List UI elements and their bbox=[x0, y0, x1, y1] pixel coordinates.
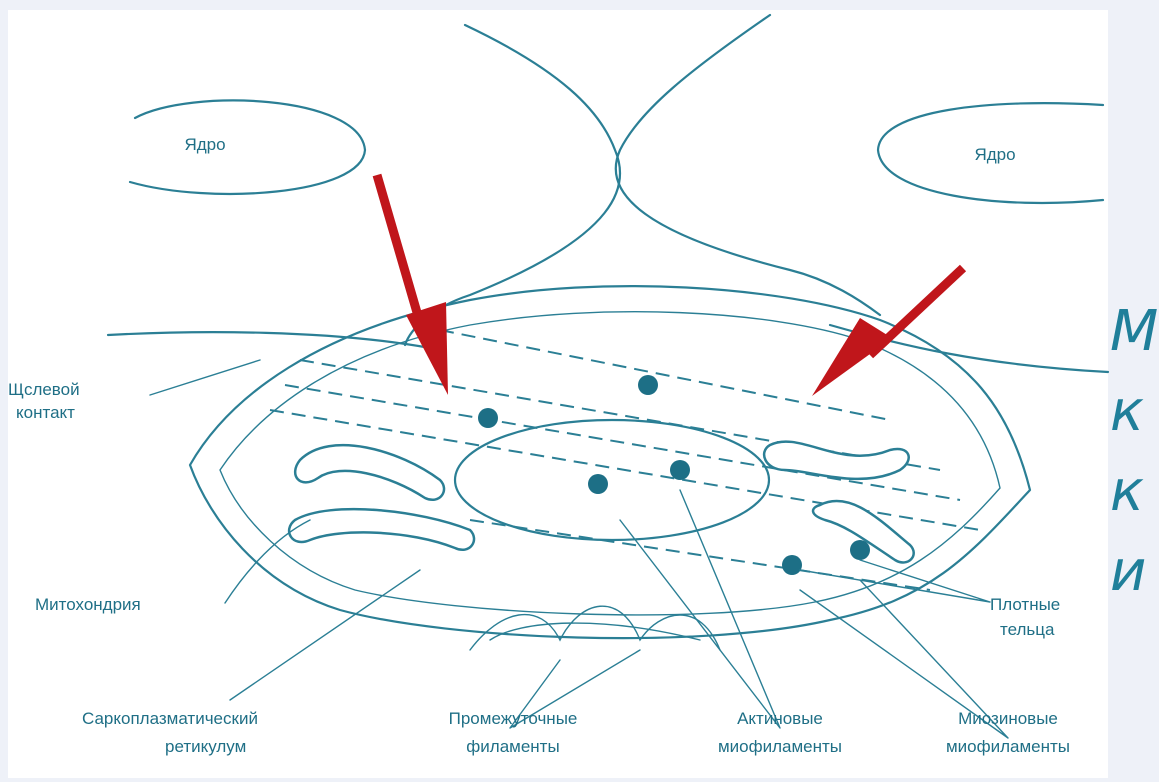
label-sarcoplasmic-reticulum-line2: ретикулум bbox=[165, 737, 246, 756]
side-text-line3: к bbox=[1110, 459, 1144, 524]
label-nucleus-left: Ядро bbox=[184, 135, 225, 154]
label-dense-bodies-line2: тельца bbox=[1000, 620, 1055, 639]
side-text-line4: и bbox=[1110, 539, 1146, 604]
dense-body-4 bbox=[670, 460, 690, 480]
label-actin-line1: Актиновые bbox=[737, 709, 823, 728]
label-intermediate-filaments-line1: Промежуточные bbox=[449, 709, 578, 728]
label-dense-bodies-line1: Плотные bbox=[990, 595, 1060, 614]
label-nucleus-right: Ядро bbox=[974, 145, 1015, 164]
label-intermediate-filaments-line2: филаменты bbox=[466, 737, 559, 756]
dense-body-1 bbox=[478, 408, 498, 428]
label-myosin-line1: Миозиновые bbox=[958, 709, 1058, 728]
side-text-line1: М bbox=[1110, 299, 1158, 364]
label-sarcoplasmic-reticulum-line1: Саркоплазматический bbox=[82, 709, 258, 728]
label-mitochondria: Митохондрия bbox=[35, 595, 141, 614]
label-myosin-line2: миофиламенты bbox=[946, 737, 1070, 756]
dense-body-2 bbox=[638, 375, 658, 395]
label-actin-line2: миофиламенты bbox=[718, 737, 842, 756]
label-gap-junction-line1: Щслевой bbox=[8, 380, 80, 399]
dense-body-6 bbox=[850, 540, 870, 560]
side-text-line2: к bbox=[1110, 379, 1144, 444]
dense-body-5 bbox=[782, 555, 802, 575]
dense-body-3 bbox=[588, 474, 608, 494]
label-gap-junction-line2: контакт bbox=[16, 403, 75, 422]
